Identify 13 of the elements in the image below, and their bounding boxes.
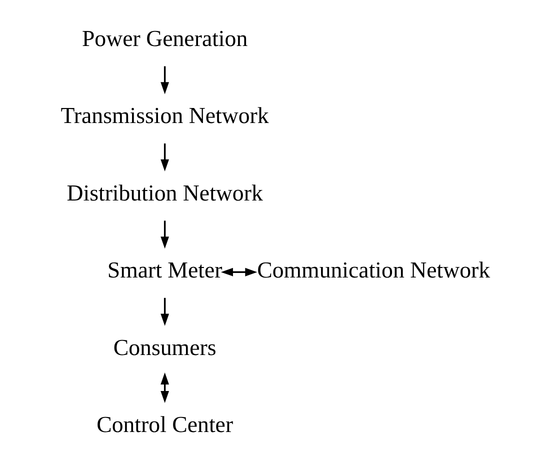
node-text: Consumers bbox=[112, 334, 216, 360]
node-text: Control Center bbox=[96, 411, 233, 436]
arrow bbox=[160, 66, 169, 94]
node-text: Distribution Network bbox=[66, 180, 262, 205]
arrow bbox=[160, 220, 169, 248]
node-text: Communication Network bbox=[256, 257, 490, 282]
arrow bbox=[160, 142, 169, 171]
arrow bbox=[160, 372, 169, 403]
node-text: Transmission Network bbox=[60, 102, 268, 128]
node-text: Smart Meter bbox=[106, 257, 222, 282]
arrow bbox=[160, 297, 169, 326]
node-text: Power Generation bbox=[81, 25, 248, 50]
arrow bbox=[220, 267, 257, 276]
